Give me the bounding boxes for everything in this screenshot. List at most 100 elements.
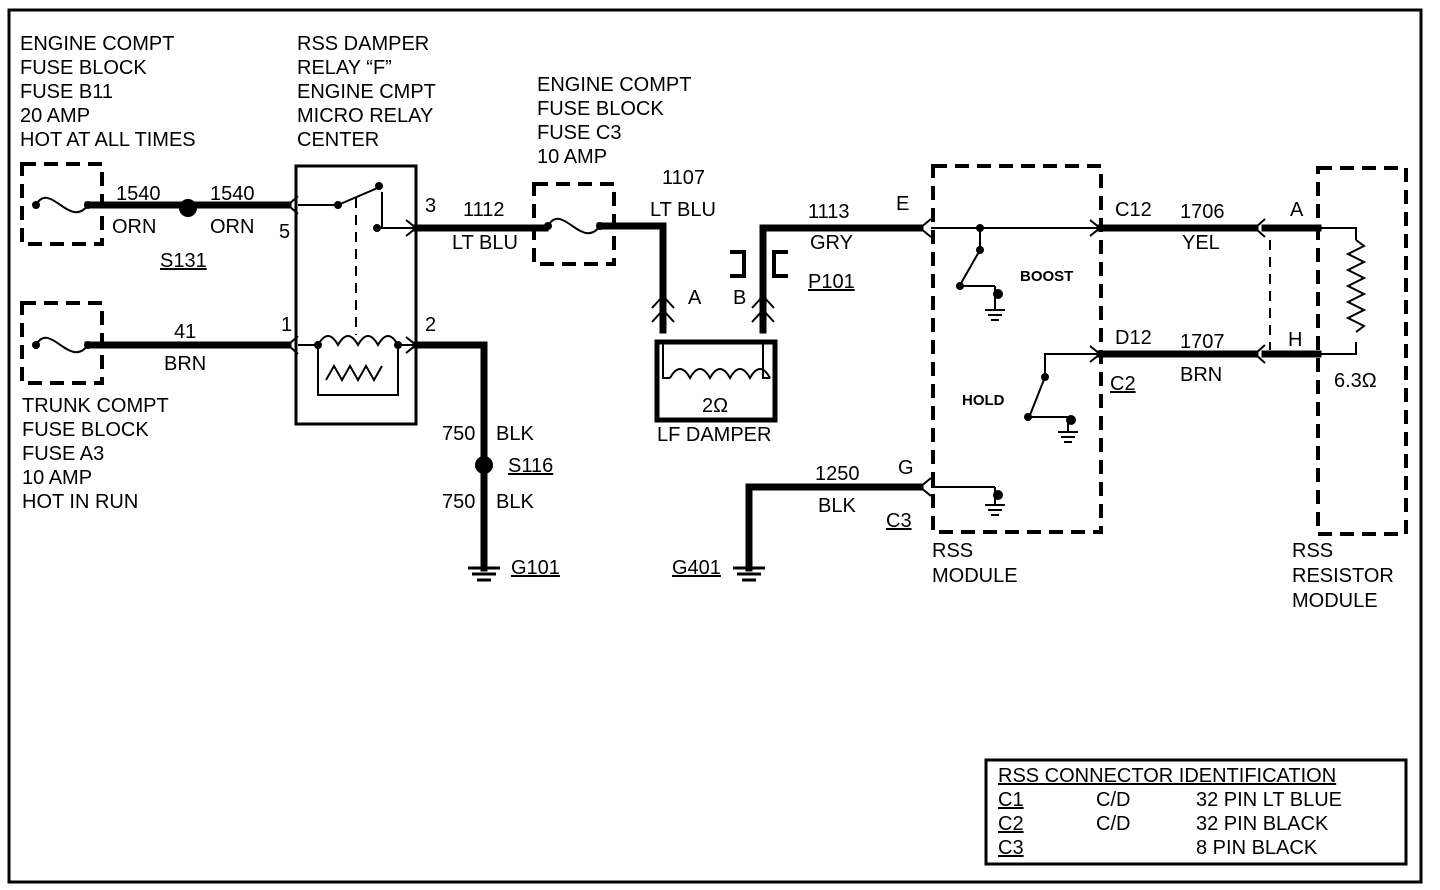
wire-1113-color: GRY xyxy=(810,232,853,254)
fuse-b11-label: ENGINE COMPT FUSE BLOCK FUSE B11 20 AMP … xyxy=(20,33,196,151)
rss-connector-c2: C2 xyxy=(1110,373,1136,395)
rss-resistor-label-line3: MODULE xyxy=(1292,590,1378,612)
connector-h-left xyxy=(1253,344,1266,364)
rss-resistor-label-line1: RSS xyxy=(1292,540,1333,562)
relay-pin-5: 5 xyxy=(279,221,290,243)
svg-text:10 AMP: 10 AMP xyxy=(22,467,92,489)
resistor-icon xyxy=(1318,227,1367,355)
damper-connector-b xyxy=(751,294,775,323)
wire-41-number: 41 xyxy=(174,321,196,343)
wire-1112-number: 1112 xyxy=(463,199,505,221)
rss-module-box xyxy=(931,164,1103,534)
svg-text:C2: C2 xyxy=(998,813,1024,835)
fuse-a3-icon xyxy=(32,336,92,354)
svg-text:RELAY “F”: RELAY “F” xyxy=(297,57,392,79)
fuse-c3-label: ENGINE COMPT FUSE BLOCK FUSE C3 10 AMP xyxy=(537,74,691,168)
svg-text:10 AMP: 10 AMP xyxy=(537,146,607,168)
svg-text:FUSE BLOCK: FUSE BLOCK xyxy=(537,98,664,120)
wire-1706-number: 1706 xyxy=(1180,201,1225,223)
relay-coil xyxy=(287,335,418,396)
connector-table-row: C1 C/D 32 PIN LT BLUE xyxy=(998,789,1342,811)
svg-text:FUSE A3: FUSE A3 xyxy=(22,443,104,465)
svg-text:32 PIN BLACK: 32 PIN BLACK xyxy=(1196,813,1329,835)
fuse-c3-icon xyxy=(544,217,604,235)
rss-pin-e: E xyxy=(896,193,909,215)
lf-damper-label: LF DAMPER xyxy=(657,424,771,446)
resistor-pin-h: H xyxy=(1288,329,1302,351)
svg-text:CENTER: CENTER xyxy=(297,129,379,151)
wire-750b-number: 750 xyxy=(442,491,475,513)
relay-box xyxy=(294,164,418,426)
rss-module-label-line1: RSS xyxy=(932,540,973,562)
lf-damper-box xyxy=(654,339,778,423)
svg-text:FUSE B11: FUSE B11 xyxy=(20,81,113,103)
wire-41-color: BRN xyxy=(164,353,206,375)
rss-pin-g: G xyxy=(898,457,914,479)
wire-1540b-color: ORN xyxy=(210,216,254,238)
relay-pin-2: 2 xyxy=(425,314,436,336)
rss-pin-c12: C12 xyxy=(1115,199,1152,221)
splice-s116-label: S116 xyxy=(508,455,553,477)
ground-g101-label: G101 xyxy=(511,557,560,579)
ground-g401-label: G401 xyxy=(672,557,721,579)
rss-connector-c3: C3 xyxy=(886,510,912,532)
svg-text:FUSE C3: FUSE C3 xyxy=(537,122,621,144)
ground-g101-icon xyxy=(468,566,500,582)
svg-text:20 AMP: 20 AMP xyxy=(20,105,90,127)
wire-1707-color: BRN xyxy=(1180,364,1222,386)
svg-text:ENGINE CMPT: ENGINE CMPT xyxy=(297,81,436,103)
connector-table-title: RSS CONNECTOR IDENTIFICATION xyxy=(998,765,1336,787)
wire-1112-color: LT BLU xyxy=(452,232,518,254)
wire-1107 xyxy=(596,222,667,334)
hold-label: HOLD xyxy=(962,392,1005,409)
relay-pin-3: 3 xyxy=(425,195,436,217)
relay-pin-1: 1 xyxy=(281,314,292,336)
resistor-pin-a: A xyxy=(1290,199,1304,221)
boost-label: BOOST xyxy=(1020,268,1073,285)
p101-connector xyxy=(730,250,788,278)
wire-750b-color: BLK xyxy=(496,491,534,513)
svg-text:8 PIN BLACK: 8 PIN BLACK xyxy=(1196,837,1318,859)
connector-table xyxy=(984,758,1408,866)
wire-1107-color: LT BLU xyxy=(650,199,716,221)
connector-table-row: C3 8 PIN BLACK xyxy=(998,837,1318,859)
svg-text:HOT AT ALL TIMES: HOT AT ALL TIMES xyxy=(20,129,196,151)
svg-text:TRUNK COMPT: TRUNK COMPT xyxy=(22,395,169,417)
svg-text:C3: C3 xyxy=(998,837,1024,859)
damper-pin-a: A xyxy=(688,287,702,309)
lf-damper-coil xyxy=(662,342,771,381)
rss-pin-d12: D12 xyxy=(1115,327,1152,349)
wire-750a-color: BLK xyxy=(496,423,534,445)
svg-text:C/D: C/D xyxy=(1096,813,1130,835)
damper-connector-a xyxy=(651,294,675,323)
wire-1706-color: YEL xyxy=(1182,232,1220,254)
wire-1250 xyxy=(745,483,924,572)
svg-text:C/D: C/D xyxy=(1096,789,1130,811)
splice-s131-label: S131 xyxy=(160,250,207,272)
svg-text:MICRO RELAY: MICRO RELAY xyxy=(297,105,433,127)
fuse-a3-label: TRUNK COMPT FUSE BLOCK FUSE A3 10 AMP HO… xyxy=(22,395,169,513)
p101-label: P101 xyxy=(808,271,855,293)
svg-text:FUSE BLOCK: FUSE BLOCK xyxy=(20,57,147,79)
connector-table-row: C2 C/D 32 PIN BLACK xyxy=(998,813,1329,835)
resistor-ohms: 6.3Ω xyxy=(1334,370,1377,392)
relay-label: RSS DAMPER RELAY “F” ENGINE CMPT MICRO R… xyxy=(297,33,436,151)
lf-damper-ohms: 2Ω xyxy=(702,395,728,417)
svg-text:HOT IN RUN: HOT IN RUN xyxy=(22,491,138,513)
fuse-b11-icon xyxy=(32,196,92,214)
ground-g401-icon xyxy=(733,566,765,582)
wire-1113-number: 1113 xyxy=(808,201,850,223)
wire-750a-number: 750 xyxy=(442,423,475,445)
svg-text:ENGINE COMPT: ENGINE COMPT xyxy=(537,74,691,96)
wire-1540a-color: ORN xyxy=(112,216,156,238)
damper-pin-b: B xyxy=(733,287,746,309)
rss-internal-wiring xyxy=(919,218,1102,516)
wire-1250-number: 1250 xyxy=(815,463,860,485)
wire-1107-number: 1107 xyxy=(662,167,705,189)
wire-1540a-number: 1540 xyxy=(116,183,161,205)
rss-resistor-module-box xyxy=(1316,166,1408,536)
rss-module-label-line2: MODULE xyxy=(932,565,1018,587)
svg-text:C1: C1 xyxy=(998,789,1024,811)
wire-1540b-number: 1540 xyxy=(210,183,255,205)
